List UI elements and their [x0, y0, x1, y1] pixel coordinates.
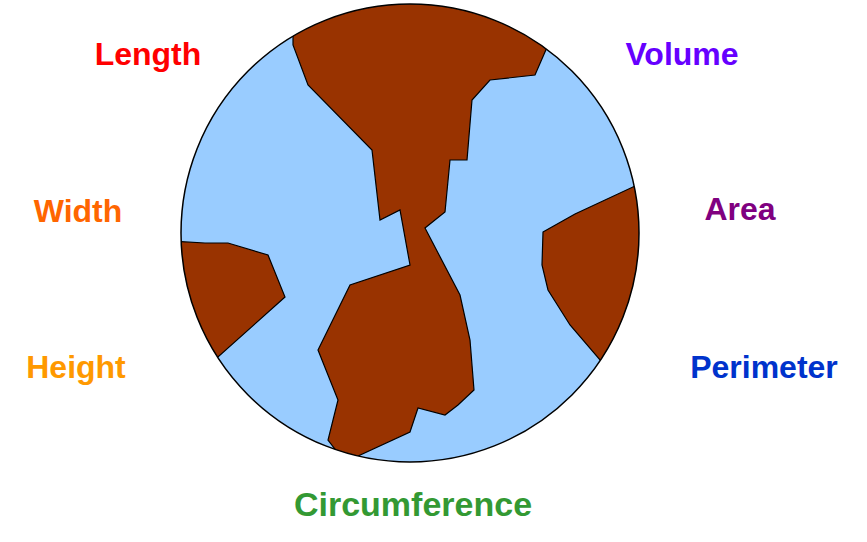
- globe-outline: [181, 4, 639, 462]
- continent: [542, 186, 670, 360]
- circumference-label: Circumference: [294, 486, 532, 523]
- area-label: Area: [704, 192, 775, 227]
- length-label: Length: [95, 37, 202, 72]
- width-label: Width: [34, 194, 123, 229]
- continent: [150, 240, 285, 360]
- volume-label: Volume: [625, 37, 738, 72]
- perimeter-label: Perimeter: [690, 350, 838, 385]
- continent: [293, 0, 552, 462]
- height-label: Height: [26, 350, 126, 385]
